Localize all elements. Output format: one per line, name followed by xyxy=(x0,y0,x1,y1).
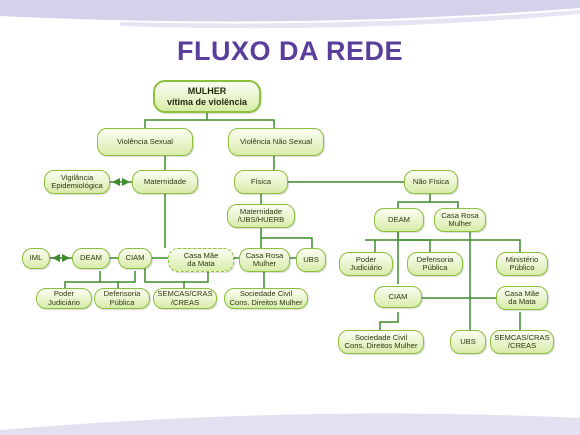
node-violencia-sexual: Violência Sexual xyxy=(97,128,193,156)
node-casa-mae-da-mata-right: Casa Mãe da Mata xyxy=(496,286,548,310)
top-swoosh xyxy=(0,0,580,22)
node-violencia-nao-sexual: Violência Não Sexual xyxy=(228,128,324,156)
node-nao-fisica: Não Física xyxy=(404,170,458,194)
node-ciam-right: CIAM xyxy=(374,286,422,308)
node-deam-right: DEAM xyxy=(374,208,424,232)
node-iml: IML xyxy=(22,248,50,269)
node-sociedade-civil-left: Sociedade Civil Cons. Direitos Mulher xyxy=(224,288,308,309)
node-semcas-cras-creas-left: SEMCAS/CRAS /CREAS xyxy=(153,288,217,309)
bottom-swoosh xyxy=(0,413,580,435)
node-ministerio-publico: Ministério Público xyxy=(496,252,548,276)
node-fisica: Física xyxy=(234,170,288,194)
node-defensoria-publica-left: Defensoria Pública xyxy=(94,288,150,309)
node-vigilancia-epidemiologica: Vigilância Epidemiológica xyxy=(44,170,110,194)
top-swoosh-light xyxy=(120,10,580,29)
node-casa-rosa-mulher-left: Casa Rosa Mulher xyxy=(239,248,290,272)
node-ciam-left: CIAM xyxy=(118,248,152,269)
node-poder-judiciario-left: Poder Judiciário xyxy=(36,288,92,309)
node-ubs-right: UBS xyxy=(450,330,486,354)
node-defensoria-publica-right: Defensoria Pública xyxy=(407,252,463,276)
node-poder-judiciario-right: Poder Judiciário xyxy=(339,252,393,276)
node-mulher-vitima: MULHER vítima de violência xyxy=(153,80,261,113)
node-casa-mae-da-mata-left: Casa Mãe da Mata xyxy=(168,248,234,272)
node-maternidade-ubs-huerb: Maternidade /UBS/HUERB xyxy=(227,204,295,228)
node-maternidade: Maternidade xyxy=(132,170,198,194)
page-title: FLUXO DA REDE xyxy=(176,36,403,66)
node-sociedade-civil-right: Sociedade Civil Cons. Direitos Mulher xyxy=(338,330,424,354)
node-deam-left: DEAM xyxy=(72,248,110,269)
node-ubs-left: UBS xyxy=(296,248,326,272)
node-semcas-cras-creas-right: SEMCAS/CRAS /CREAS xyxy=(490,330,554,354)
node-casa-rosa-mulher-right: Casa Rosa Mulher xyxy=(434,208,486,232)
